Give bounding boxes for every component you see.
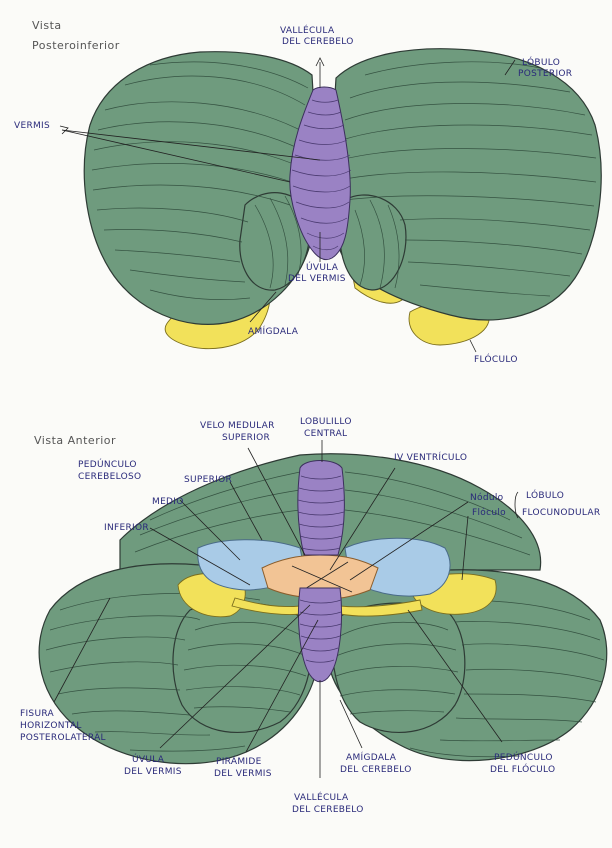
label-amigdala-bottom-2: DEL CEREBELO: [340, 765, 412, 775]
label-lobulo-posterior-2: POSTERIOR: [518, 69, 572, 79]
anterior-view: Vista Anterior VELO MEDULAR SUPERIOR LOB…: [20, 417, 608, 815]
label-velo-1: VELO MEDULAR: [200, 421, 275, 431]
label-vallecula-top-1: VALLÉCULA: [280, 24, 335, 36]
label-ped-floculo-1: PEDÚNCULO: [494, 751, 553, 763]
top-vermis-folia: [291, 99, 352, 251]
bottom-vermis-folia: [297, 475, 345, 663]
label-nodulo: Nódulo: [470, 492, 504, 503]
label-vallecula-top-2: DEL CEREBELO: [282, 37, 354, 47]
label-fisura-3: POSTEROLATERAL: [20, 733, 106, 743]
label-inferior: INFERIOR: [104, 523, 149, 533]
label-uvula-top-2: DEL VERMIS: [288, 274, 346, 284]
label-piramide-1: PIRÁMIDE: [216, 755, 262, 767]
top-title-line1: Vista: [32, 19, 62, 32]
top-folia-left: [91, 61, 309, 300]
top-vermis: [289, 86, 351, 261]
label-floculo-top: FLÓCULO: [474, 353, 518, 365]
label-lobulo-posterior-1: LÓBULO: [522, 56, 560, 68]
label-pedunculo-2: CEREBELOSO: [78, 472, 141, 482]
label-amigdala-bottom-1: AMÍGDALA: [346, 751, 397, 763]
top-right-tonsil-lobe: [339, 194, 407, 291]
top-folia-right: [339, 61, 597, 297]
label-velo-2: SUPERIOR: [222, 433, 270, 443]
bottom-pointers: [53, 440, 503, 778]
label-piramide-2: DEL VERMIS: [214, 769, 272, 779]
bottom-vermis-lower: [298, 587, 342, 683]
label-pedunculo-1: PEDÚNCULO: [78, 458, 137, 470]
label-lobulo-fn-1: LÓBULO: [526, 489, 564, 501]
label-medio: MEDIO: [152, 497, 184, 507]
label-fisura-1: FISURA: [20, 709, 55, 719]
label-vermis-top: VERMIS: [14, 121, 50, 131]
label-uvula-bottom-1: ÚVULA: [132, 753, 165, 765]
brace: [514, 491, 519, 519]
fourth-ventricle: [261, 554, 379, 600]
label-amigdala-top: AMÍGDALA: [248, 325, 299, 337]
ventricle-crossing-lines: [291, 561, 353, 593]
label-iv-ventriculo: IV VENTRÍCULO: [394, 451, 467, 463]
posteroinferior-view: Vista Posteroinferior VALLÉCULA DEL CERE…: [14, 19, 602, 365]
label-ped-floculo-2: DEL FLÓCULO: [490, 763, 555, 775]
top-title-line2: Posteroinferior: [32, 39, 120, 52]
top-pointers: [59, 57, 516, 353]
label-floculo-bottom: Flóculo: [472, 507, 506, 518]
label-uvula-bottom-2: DEL VERMIS: [124, 767, 182, 777]
top-left-tonsil-lobe: [239, 192, 311, 291]
bottom-vermis-upper: [297, 460, 345, 556]
label-lobulillo-2: CENTRAL: [304, 429, 347, 439]
label-lobulillo-1: LOBULILLO: [300, 417, 352, 427]
bottom-right-flocculus-strip: [339, 599, 423, 617]
label-superior: SUPERIOR: [184, 475, 232, 485]
label-lobulo-fn-2: FLOCUNODULAR: [522, 508, 600, 518]
label-vallecula-bottom-2: DEL CEREBELO: [292, 805, 364, 815]
label-fisura-2: HORIZONTAL: [20, 721, 82, 731]
label-vallecula-bottom-1: VALLÉCULA: [294, 791, 349, 803]
bottom-title: Vista Anterior: [34, 434, 116, 447]
label-uvula-top-1: ÚVULA: [306, 261, 339, 273]
